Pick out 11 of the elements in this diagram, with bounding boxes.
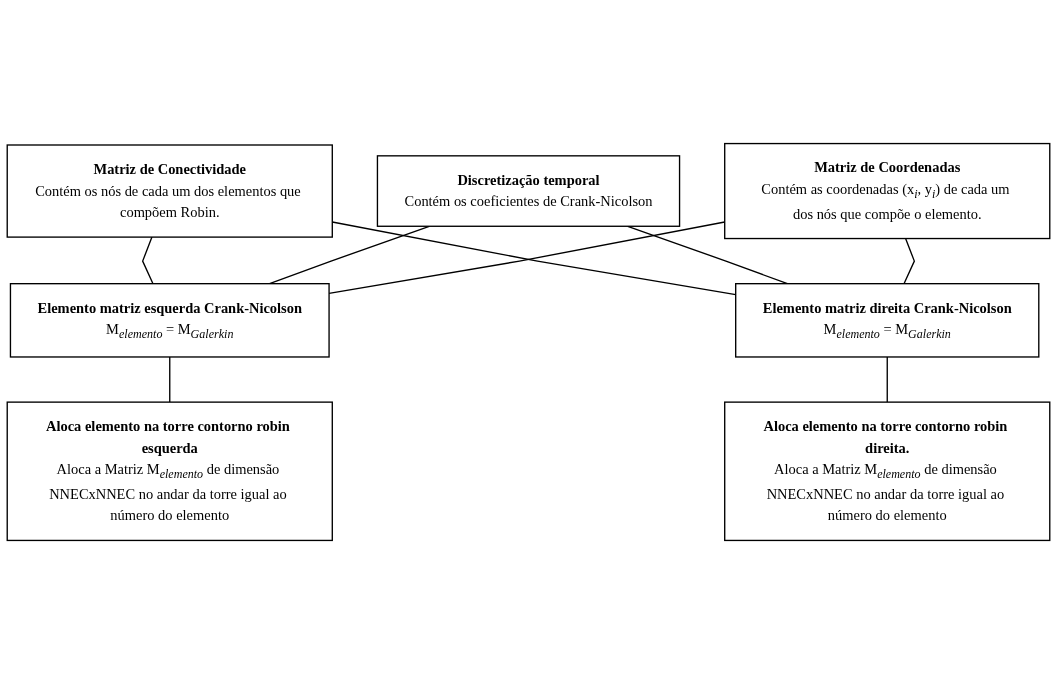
node-box: Matriz de Conectividade Contém os nós de cada um dos elementos que compõem Robin. [6,144,333,238]
node-box: Elemento matriz esquerda Crank-Nicolson M$_{elemento}$ = M$_{Galerkin}$ [9,283,330,358]
connector [886,356,888,403]
node-box: Aloca elemento na torre contorno robin direita. Aloca a Matriz M$_{elemento}$ de dimensão NNECxNNEC no andar da torre igual ao número do elemento [724,401,1051,542]
connector [141,236,154,285]
node-box: Aloca elemento na torre contorno robin esquerda Aloca a Matriz M$_{elemento}$ de dimensão NNECxNNEC no andar da torre igual ao número do elemento [6,401,333,542]
connector [903,237,916,285]
connector [169,356,171,403]
node-box: Matriz de Coordenadas Contém as coordenadas (x$_{i}$, y$_{i}$) de cada um dos nós que compõe o elemento. [724,142,1051,240]
node-box: Discretização temporal Contém os coeficientes de Crank-Nicolson [376,155,681,227]
node-box: Elemento matriz direita Crank-Nicolson M$_{elemento}$ = M$_{Galerkin}$ [735,283,1040,358]
